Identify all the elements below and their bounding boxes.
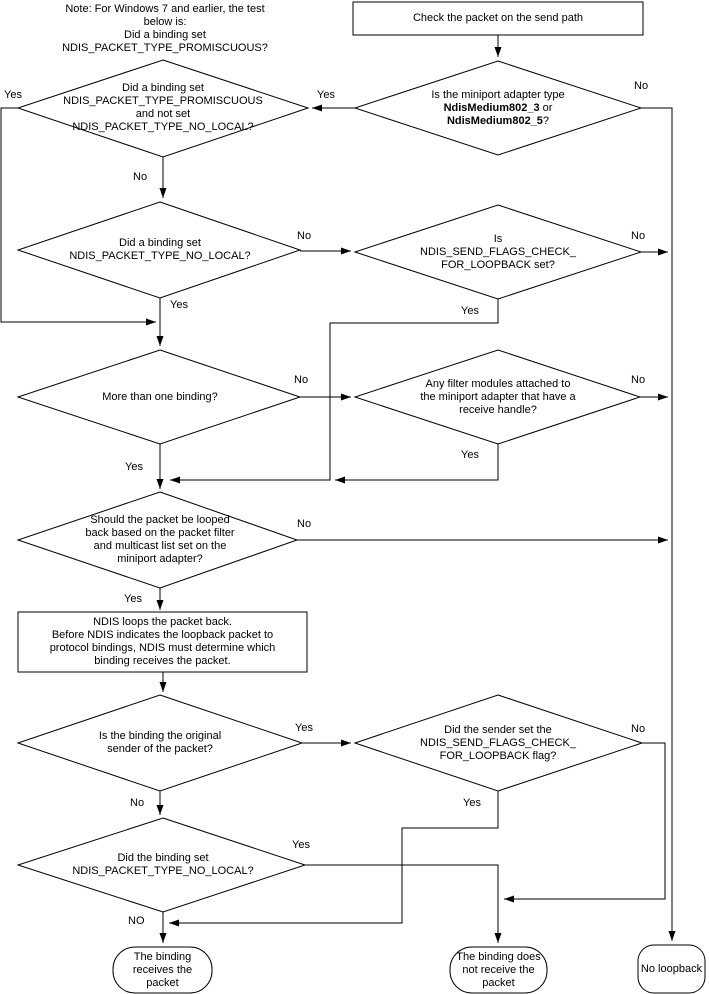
looped-back-diamond <box>16 491 299 589</box>
filter-modules-label: Any filter modules attached to the minip… <box>420 377 576 416</box>
edge-binding-no-local-yes <box>305 864 502 943</box>
no-loopback-terminal <box>637 944 706 994</box>
label-check-loopback-yes: Yes <box>461 305 479 317</box>
binding-no-local-label: Did the binding set NDIS_PACKET_TYPE_NO_… <box>72 852 254 877</box>
multi-binding-diamond <box>16 349 302 445</box>
medium-bold2: NdisMedium802_5 <box>446 114 543 127</box>
edge-medium-no <box>641 107 676 941</box>
filter-modules-diamond <box>353 349 642 445</box>
label-promiscuous-no: No <box>133 171 148 183</box>
label-no-local-yes: Yes <box>170 299 188 311</box>
sender-flag-diamond <box>353 694 644 792</box>
label-original-sender-yes: Yes <box>295 722 313 734</box>
label-promiscuous-yes: Yes <box>4 89 22 101</box>
looped-back-label: Should the packet be looped back based o… <box>85 514 235 565</box>
label-binding-no-local-no: NO <box>128 915 145 927</box>
check-loopback-diamond <box>353 204 643 300</box>
promiscuous-diamond <box>16 59 310 158</box>
medium-rest1: or <box>539 101 553 114</box>
receives-label: The binding receives the packet <box>132 950 193 989</box>
medium-line1: Is the miniport adapter type <box>431 88 565 101</box>
label-medium-yes: Yes <box>317 89 335 101</box>
promiscuous-label: Did a binding set NDIS_PACKET_TYPE_PROMI… <box>63 82 263 133</box>
original-sender-diamond <box>16 694 304 792</box>
ndis-loops-box <box>17 611 308 673</box>
no-loopback-label: No loopback <box>640 962 703 975</box>
sender-flag-label: Did the sender set the NDIS_SEND_FLAGS_C… <box>420 723 576 762</box>
original-sender-label: Is the binding the original sender of th… <box>98 730 222 755</box>
note-text: Note: For Windows 7 and earlier, the tes… <box>62 3 268 54</box>
ndis-loops-label: NDIS loops the packet back. Before NDIS … <box>49 616 276 667</box>
label-original-sender-no: No <box>130 797 145 809</box>
medium-line2: NdisMedium802_3 or <box>444 102 553 115</box>
check-loopback-label: Is NDIS_SEND_FLAGS_CHECK_ FOR_LOOPBACK s… <box>420 232 576 271</box>
no-local-label: Did a binding set NDIS_PACKET_TYPE_NO_LO… <box>69 237 251 262</box>
label-filter-modules-no: No <box>631 374 646 386</box>
edge-sender-flag-no <box>504 742 666 903</box>
label-multi-binding-no: No <box>294 374 309 386</box>
medium-bold1: NdisMedium802_3 <box>443 101 540 114</box>
label-filter-modules-yes: Yes <box>461 449 479 461</box>
start-label: Check the packet on the send path <box>412 12 583 24</box>
label-sender-flag-no: No <box>631 723 646 735</box>
multi-binding-label: More than one binding? <box>102 390 218 403</box>
edge-filter-modules-yes <box>335 444 499 484</box>
edge-sender-flag-yes <box>169 791 499 927</box>
label-check-loopback-no: No <box>631 230 646 242</box>
label-looped-back-no: No <box>297 518 312 530</box>
label-looped-back-yes: Yes <box>124 593 142 605</box>
medium-line3: NdisMedium802_5? <box>447 115 549 128</box>
medium-rest2: ? <box>542 114 550 127</box>
medium-diamond <box>353 60 643 156</box>
receives-terminal <box>112 946 213 994</box>
edge-promiscuous-yes <box>0 107 156 326</box>
start-box <box>352 1 644 36</box>
not-receive-label: The binding does not receive the packet <box>456 950 541 989</box>
edge-check-loopback-yes <box>170 299 499 484</box>
not-receive-terminal <box>449 946 548 994</box>
no-local-diamond <box>16 201 302 299</box>
label-medium-no: No <box>634 80 649 92</box>
label-no-local-no: No <box>297 230 312 242</box>
label-sender-flag-yes: Yes <box>463 797 481 809</box>
binding-no-local-diamond <box>16 817 307 913</box>
label-binding-no-local-yes: Yes <box>292 839 310 851</box>
medium-label: Is the miniport adapter type NdisMedium8… <box>388 80 608 136</box>
label-multi-binding-yes: Yes <box>125 461 143 473</box>
